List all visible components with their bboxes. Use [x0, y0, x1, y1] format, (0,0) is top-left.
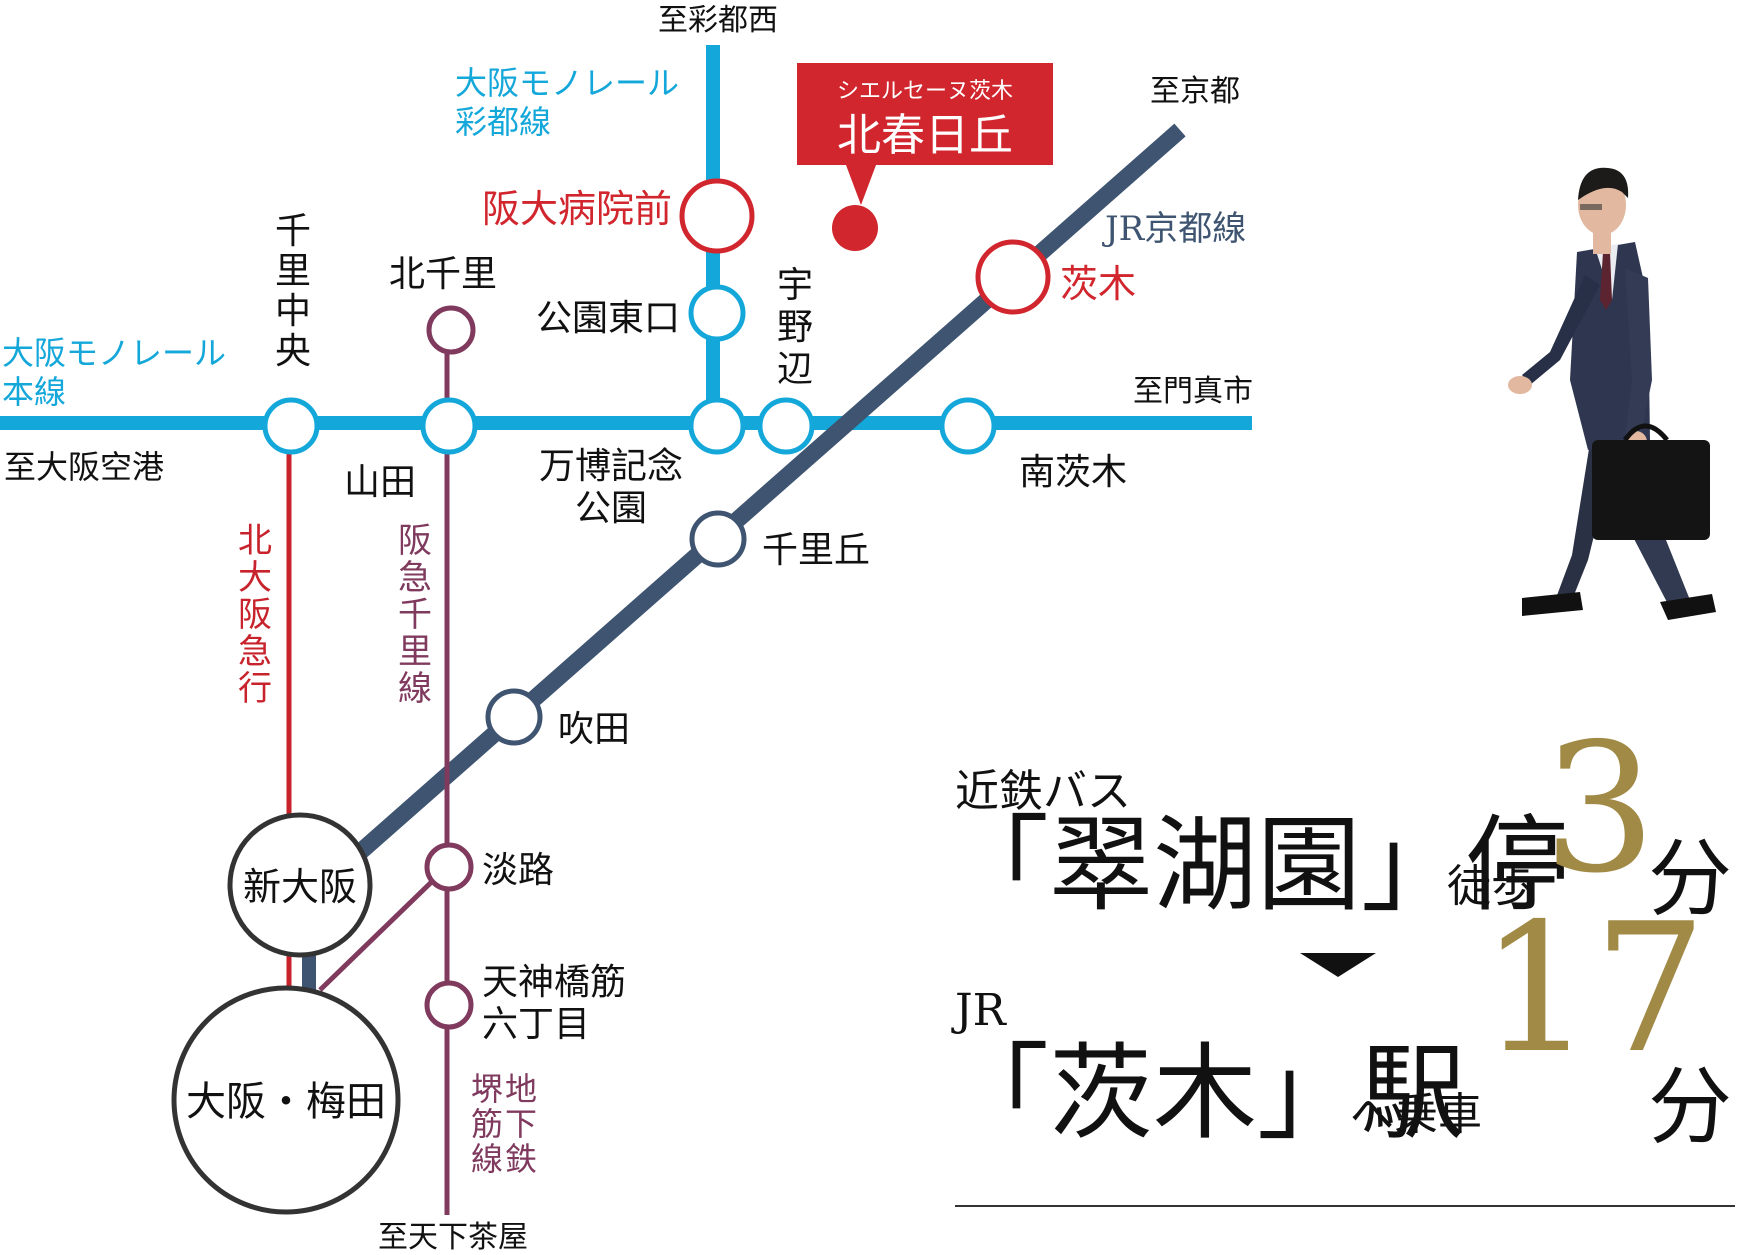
station-suita[interactable] [485, 688, 543, 746]
label-sakaisuji-6: 鉄 [505, 1140, 537, 1178]
label-sakaisuji-3: 筋 [471, 1105, 503, 1143]
walk-minutes: 3 [1543, 705, 1657, 912]
property-label-box [797, 63, 1053, 165]
station-minami-ibaraki[interactable] [939, 397, 997, 455]
property-marker[interactable] [832, 205, 878, 251]
label-jr-kyoto-line: JR京都線 [1102, 209, 1246, 249]
station-senri-chuo[interactable] [262, 397, 320, 455]
label-senri-chuo-1: 千 [275, 211, 311, 252]
label-kitaosaka-4: 急 [238, 632, 272, 672]
station-awaji[interactable] [424, 842, 474, 892]
station-tenjinbashi[interactable] [424, 980, 474, 1030]
label-hankyu-1: 阪 [398, 521, 432, 561]
station-koen-higashiguchi[interactable] [688, 284, 746, 342]
down-arrow-icon [1300, 953, 1376, 977]
label-main-line-2: 本線 [2, 373, 66, 411]
label-suita: 吹田 [558, 709, 630, 750]
label-to-saito-nishi: 至彩都西 [658, 3, 778, 38]
bus-stop-name: 「翠湖園」停 [945, 804, 1570, 926]
label-hankyu-2: 急 [398, 558, 432, 598]
label-osaka-umeda: 大阪・梅田 [186, 1079, 386, 1125]
label-to-kadoma: 至門真市 [1133, 374, 1253, 409]
station-handai-byoin-mae[interactable] [679, 178, 755, 254]
divider-line [955, 1205, 1735, 1207]
station-name: 「茨木」駅 [945, 1032, 1466, 1154]
station-osaka-umeda[interactable] [171, 985, 401, 1215]
label-to-tengachaya: 至天下茶屋 [378, 1220, 528, 1255]
label-kitaosaka-2: 大 [238, 558, 272, 598]
label-sakaisuji-5: 線 [471, 1140, 503, 1178]
label-hankyu-5: 線 [398, 669, 432, 709]
label-yamada: 山田 [344, 462, 416, 503]
walk-minute-unit: 分 [1648, 830, 1733, 928]
ride-minutes: 17 [1480, 885, 1707, 1092]
hankyu-awaji-branch [318, 865, 449, 992]
bus-company: 近鉄バス [955, 766, 1131, 817]
label-kita-senri: 北千里 [389, 254, 497, 295]
label-unobe-1: 宇 [777, 265, 813, 306]
label-handai-byoin-mae: 阪大病院前 [482, 187, 672, 231]
label-unobe-2: 野 [777, 307, 813, 348]
label-saito-line-2: 彩都線 [455, 103, 551, 141]
label-shin-osaka: 新大阪 [243, 865, 357, 909]
label-kitaosaka-1: 北 [238, 521, 272, 561]
ride-minute-unit: 分 [1648, 1058, 1733, 1156]
label-tenjinbashi-2: 六丁目 [482, 1004, 590, 1045]
label-kitaosaka-3: 阪 [238, 595, 272, 635]
label-saito-line-1: 大阪モノレール [455, 64, 679, 102]
label-senri-chuo-3: 中 [275, 291, 311, 332]
station-senrioka[interactable] [689, 510, 747, 568]
label-main-line-1: 大阪モノレール [2, 334, 226, 372]
label-banpaku-2: 公園 [575, 488, 647, 529]
station-banpaku-kinen-koen[interactable] [688, 397, 746, 455]
label-koen-higashiguchi: 公園東口 [536, 298, 680, 339]
jr-label: JR [955, 985, 1006, 1036]
label-to-kyoto: 至京都 [1150, 74, 1240, 109]
label-kitaosaka-5: 行 [238, 669, 272, 709]
station-yamada[interactable] [420, 397, 478, 455]
label-senri-chuo-2: 里 [275, 251, 311, 292]
label-senri-chuo-4: 央 [275, 331, 311, 372]
label-awaji: 淡路 [482, 850, 554, 891]
label-unobe-3: 辺 [777, 349, 813, 390]
label-sakaisuji-2: 地 [505, 1070, 537, 1108]
label-hankyu-3: 千 [398, 595, 432, 635]
walking-businessman-illustration [1508, 167, 1716, 620]
access-info: 近鉄バス 「翠湖園」停 徒歩 3 分 JR 「茨木」駅 へ乗車 17 分 [945, 720, 1735, 1220]
walk-label: 徒歩 [1447, 861, 1535, 912]
property-label-small: シエルセーヌ茨木 [837, 79, 1013, 104]
label-sakaisuji-1: 堺 [471, 1070, 503, 1108]
label-to-osaka-airport: 至大阪空港 [4, 448, 164, 486]
station-unobe[interactable] [757, 397, 815, 455]
station-shin-osaka[interactable] [227, 812, 373, 958]
label-banpaku-1: 万博記念 [539, 446, 683, 487]
property-pointer [846, 165, 876, 205]
property-label-big: 北春日丘 [837, 110, 1013, 161]
station-kita-senri[interactable] [426, 305, 476, 355]
ride-label: へ乗車 [1350, 1089, 1482, 1140]
label-hankyu-4: 里 [398, 632, 432, 672]
station-ibaraki[interactable] [975, 239, 1051, 315]
label-ibaraki: 茨木 [1060, 262, 1136, 306]
label-senrioka: 千里丘 [762, 530, 870, 571]
label-sakaisuji-4: 下 [505, 1105, 537, 1143]
label-tenjinbashi-1: 天神橋筋 [482, 962, 626, 1003]
label-minami-ibaraki: 南茨木 [1019, 452, 1127, 493]
